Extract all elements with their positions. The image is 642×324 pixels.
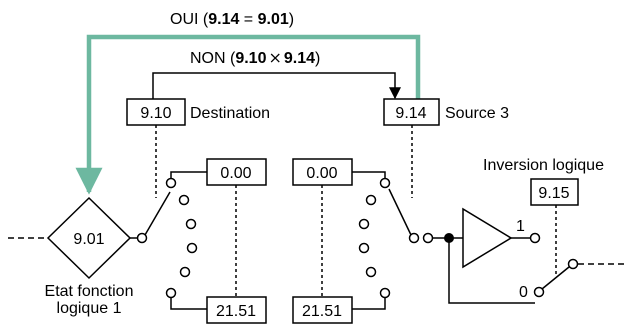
selector-bottom-lead — [352, 297, 386, 310]
selector-blade — [388, 188, 412, 236]
function-state-node: 9.01 — [46, 196, 132, 280]
selector-contact — [186, 242, 198, 254]
source-value: 9.14 — [395, 105, 426, 122]
left-selector-bottom-value: 21.51 — [216, 303, 256, 320]
switch-contact-0 — [533, 286, 545, 298]
selector-top-lead — [352, 171, 386, 179]
switch-contact-1 — [529, 232, 541, 244]
inversion-title: Inversion logique — [483, 157, 604, 174]
selector-contact — [165, 177, 177, 189]
source-box[interactable] — [383, 98, 440, 126]
switch-position-0-label: 0 — [519, 284, 528, 301]
source-selector: 0.00 21.51 — [292, 158, 420, 324]
destination-value: 9.10 — [140, 105, 171, 122]
selector-bottom-lead — [170, 297, 207, 310]
function-value: 9.01 — [73, 231, 104, 248]
selector-contact — [358, 218, 370, 230]
selector-common-contact — [408, 232, 420, 244]
switch-blade — [541, 266, 570, 290]
bypass-wire — [448, 238, 535, 304]
selector-contact — [379, 287, 391, 299]
inversion-value: 9.15 — [538, 185, 569, 202]
destination-label: Destination — [190, 105, 270, 122]
oui-condition-label: OUI (9.14 = 9.01) — [170, 11, 294, 28]
selector-common-contact — [136, 232, 148, 244]
right-selector-top-value: 0.00 — [306, 165, 337, 182]
destination-selector: 0.00 21.51 — [130, 158, 267, 324]
right-selector-bottom-box[interactable] — [292, 296, 353, 324]
source-label: Source 3 — [445, 105, 509, 122]
selector-contact — [365, 266, 377, 278]
selector-contact — [178, 194, 190, 206]
function-label-line2: logique 1 — [57, 300, 122, 317]
source-parameter: 9.14 Source 3 — [383, 98, 509, 126]
selector-output-contact — [422, 232, 434, 244]
selector-top-lead — [170, 171, 207, 179]
inverter-triangle — [462, 207, 513, 269]
selector-contact — [185, 218, 197, 230]
selector-contact — [165, 287, 177, 299]
right-selector-bottom-value: 21.51 — [302, 303, 342, 320]
selector-contact — [179, 266, 191, 278]
inversion-box[interactable] — [530, 178, 579, 206]
right-selector-top-box[interactable] — [292, 158, 353, 186]
switch-common-contact — [567, 258, 579, 270]
destination-parameter: 9.10 Destination — [126, 98, 270, 126]
non-comparison-bracket — [147, 72, 401, 109]
function-label-line1: Etat fonction — [45, 283, 134, 300]
left-selector-top-value: 0.00 — [220, 165, 251, 182]
switch-position-1-label: 1 — [516, 218, 525, 235]
oui-feedback-path — [75, 34, 421, 195]
selector-contact — [358, 242, 370, 254]
left-selector-bottom-box[interactable] — [206, 296, 267, 324]
function-diamond[interactable] — [46, 196, 132, 280]
inversion-stage: 1 0 Inversion logique 9.15 — [422, 157, 628, 304]
selector-contact — [379, 177, 391, 189]
non-condition-label: NON (9.10⨯9.14) — [190, 50, 320, 67]
selector-blade — [144, 191, 171, 236]
selector-contact — [365, 194, 377, 206]
